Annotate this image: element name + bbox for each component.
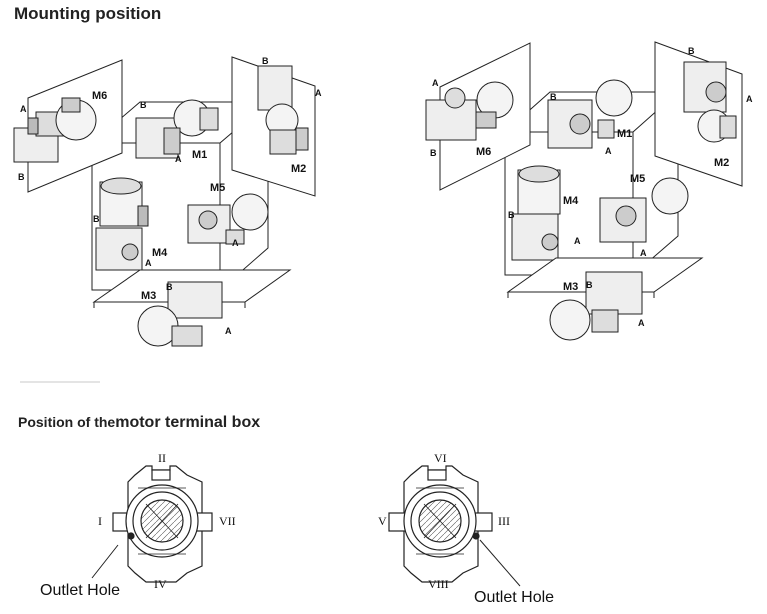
terminal-right-top-label: VI bbox=[434, 451, 447, 465]
left-label-m1: M1 bbox=[192, 149, 207, 161]
terminal-box-heading: Position of themotor terminal box bbox=[18, 414, 260, 432]
right-label-m3: M3 bbox=[563, 281, 578, 293]
right-axis-a-m6: A bbox=[432, 78, 439, 88]
right-mounting-diagram bbox=[425, 41, 743, 341]
terminal-box-right bbox=[388, 465, 521, 587]
terminal-left-right-label: VII bbox=[219, 514, 236, 528]
right-axis-b-m3: B bbox=[586, 280, 593, 290]
right-labels: M6 M1 M2 M4 M5 M3 A B B A B A B A A B A bbox=[430, 46, 753, 328]
left-label-m3: M3 bbox=[141, 290, 156, 302]
right-label-m2: M2 bbox=[714, 157, 729, 169]
left-axis-a-m4: A bbox=[145, 258, 152, 268]
terminal-box-heading-prefix: Position of the bbox=[18, 414, 116, 430]
left-label-m5: M5 bbox=[210, 182, 225, 194]
right-label-m4: M4 bbox=[563, 195, 579, 207]
left-axis-b-m3: B bbox=[166, 282, 173, 292]
right-m1-unit bbox=[547, 79, 633, 149]
terminal-box-left-labels: II I VII IV bbox=[98, 451, 236, 591]
right-axis-a-m2: A bbox=[746, 94, 753, 104]
right-m6-unit bbox=[425, 42, 531, 191]
left-axis-a-m1: A bbox=[175, 154, 182, 164]
terminal-box-heading-rest: motor terminal box bbox=[115, 414, 261, 431]
left-label-m2: M2 bbox=[291, 163, 306, 175]
left-axis-b-m6: B bbox=[18, 172, 25, 182]
right-axis-b-m4: B bbox=[508, 210, 515, 220]
left-m2-unit bbox=[231, 56, 316, 197]
right-label-m6: M6 bbox=[476, 146, 491, 158]
left-label-m6: M6 bbox=[92, 90, 107, 102]
left-axis-a-m5: A bbox=[232, 238, 239, 248]
left-label-m4: M4 bbox=[152, 247, 168, 259]
terminal-box-right-labels: VI V III VIII bbox=[378, 451, 510, 591]
terminal-right-right-label: III bbox=[498, 514, 510, 528]
terminal-left-top-label: II bbox=[158, 451, 166, 465]
right-axis-a-m4: A bbox=[574, 236, 581, 246]
left-m1-unit bbox=[135, 99, 219, 159]
right-axis-b-m2: B bbox=[688, 46, 695, 56]
mounting-position-heading: Mounting position bbox=[14, 4, 162, 23]
right-axis-a-m5: A bbox=[640, 248, 647, 258]
outlet-hole-right-label: Outlet Hole bbox=[474, 589, 555, 606]
right-label-m5: M5 bbox=[630, 173, 645, 185]
right-m5-unit bbox=[599, 177, 689, 243]
right-axis-a-m3: A bbox=[638, 318, 645, 328]
terminal-left-bottom-label: IV bbox=[154, 577, 167, 591]
left-labels: M6 M1 M2 M5 M4 M3 A B B A B A B A A B A bbox=[18, 56, 322, 336]
right-m2-unit bbox=[654, 41, 743, 187]
right-axis-b-m6: B bbox=[430, 148, 437, 158]
right-m4-unit bbox=[511, 165, 561, 261]
left-axis-b-m2: B bbox=[262, 56, 269, 66]
left-mounting-diagram bbox=[13, 56, 316, 347]
left-axis-b-m1: B bbox=[140, 100, 147, 110]
terminal-left-left-label: I bbox=[98, 514, 102, 528]
right-axis-a-m1: A bbox=[605, 146, 612, 156]
left-m5-unit bbox=[187, 193, 269, 245]
terminal-right-bottom-label: VIII bbox=[428, 577, 449, 591]
terminal-box-left bbox=[91, 465, 213, 583]
right-m3-unit bbox=[506, 257, 704, 341]
left-axis-a-m3: A bbox=[225, 326, 232, 336]
left-m3-unit bbox=[92, 269, 292, 347]
left-m6-unit bbox=[13, 59, 123, 193]
left-m4-unit bbox=[95, 177, 149, 271]
right-label-m1: M1 bbox=[617, 128, 632, 140]
left-axis-b-m4: B bbox=[93, 214, 100, 224]
left-axis-a-m6: A bbox=[20, 104, 27, 114]
left-axis-a-m2: A bbox=[315, 88, 322, 98]
outlet-hole-left-label: Outlet Hole bbox=[40, 582, 121, 599]
right-axis-b-m1: B bbox=[550, 92, 557, 102]
terminal-right-left-label: V bbox=[378, 514, 387, 528]
